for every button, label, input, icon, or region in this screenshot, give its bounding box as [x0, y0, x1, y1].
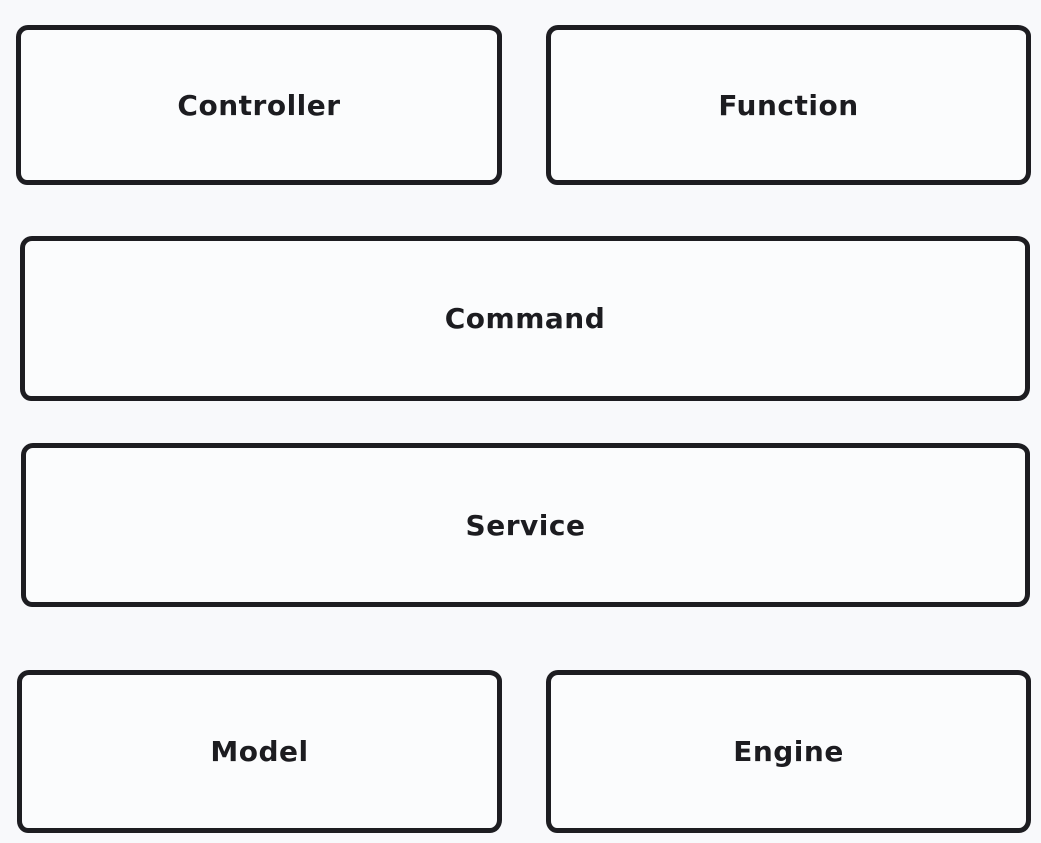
- node-label-controller: Controller: [177, 88, 341, 122]
- diagram-node-model: Model: [17, 670, 502, 833]
- diagram-node-function: Function: [546, 25, 1031, 185]
- diagram-node-engine: Engine: [546, 670, 1031, 833]
- node-label-model: Model: [210, 735, 309, 768]
- node-label-function: Function: [718, 88, 859, 122]
- diagram-node-controller: Controller: [16, 25, 502, 185]
- node-label-service: Service: [465, 508, 586, 542]
- node-label-engine: Engine: [733, 735, 844, 768]
- diagram-node-service: Service: [21, 443, 1030, 607]
- node-label-command: Command: [444, 302, 606, 335]
- diagram-node-command: Command: [20, 236, 1030, 401]
